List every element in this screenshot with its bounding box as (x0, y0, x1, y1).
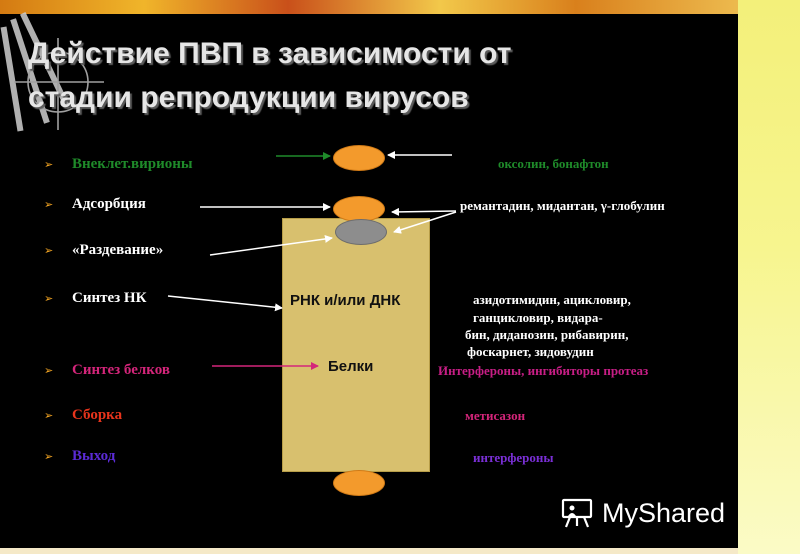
bullet-icon: ➢ (44, 409, 54, 422)
stage-label-uncoating: «Раздевание» (72, 242, 164, 258)
drug-label-nucleic-line: фоскарнет, зидовудин (467, 344, 594, 359)
drug-label-proteins: Интерфероны, ингибиторы протеаз (438, 363, 649, 378)
drug-label-exit: интерфероны (473, 450, 554, 465)
crosshair-decoration-icon (0, 12, 104, 132)
bottom-edge-band (0, 548, 738, 554)
bullet-icon: ➢ (44, 198, 54, 211)
drug-label-nucleic-line: азидотимидин, ацикловир, (473, 292, 631, 307)
stage-label-adsorption: Адсорбция (72, 196, 146, 212)
stage-label-assembly: Сборка (72, 407, 123, 423)
stage-label-exit: Выход (72, 448, 116, 464)
bar-label-proteins: Белки (328, 358, 374, 375)
watermark-text: MyShared (602, 497, 726, 528)
arrow-adsorption-drug-1 (391, 207, 457, 216)
arrow-adsorption-drug-2 (393, 211, 457, 234)
bullet-icon: ➢ (44, 292, 54, 305)
oval-uncoating (335, 219, 387, 245)
drug-label-adsorption: ремантадин, мидантан, γ-глобулин (460, 198, 665, 213)
oval-virion-exit (333, 470, 385, 496)
drug-label-assembly: метисазон (465, 408, 526, 423)
stage-label-nucleic-synthesis: Синтез НК (72, 290, 147, 306)
slideshow-presenter-icon (561, 498, 593, 528)
stage-label-extracellular: Внеклет.вирионы (72, 156, 193, 172)
arrows-layer (167, 151, 457, 370)
oval-virion-adsorption (333, 196, 385, 222)
title-line-1: Действие ПВП в зависимости от (28, 37, 512, 70)
arrow-uncoating-in (209, 235, 333, 256)
bullet-icon: ➢ (44, 244, 54, 257)
bullet-icon: ➢ (44, 364, 54, 377)
drug-label-nucleic-line: бин, диданозин, рибавирин, (465, 327, 629, 342)
oval-virion-extracellular (333, 145, 385, 171)
stage-label-protein-synthesis: Синтез белков (72, 362, 170, 378)
decorative-top-band (0, 0, 800, 14)
bullet-icon: ➢ (44, 450, 54, 463)
drug-label-extracellular: оксолин, бонафтон (498, 156, 609, 171)
slide-title: Действие ПВП в зависимости от стадии реп… (28, 32, 728, 120)
arrow-nucleic-in (167, 295, 283, 312)
title-line-2: стадии репродукции вирусов (28, 81, 469, 114)
bullet-icon: ➢ (44, 158, 54, 171)
drug-label-nucleic-line: ганцикловир, видара- (473, 310, 603, 325)
watermark: MyShared (560, 496, 725, 530)
right-edge-strip (738, 0, 800, 554)
bar-label-nucleic-acid: РНК и/или ДНК (290, 292, 401, 309)
